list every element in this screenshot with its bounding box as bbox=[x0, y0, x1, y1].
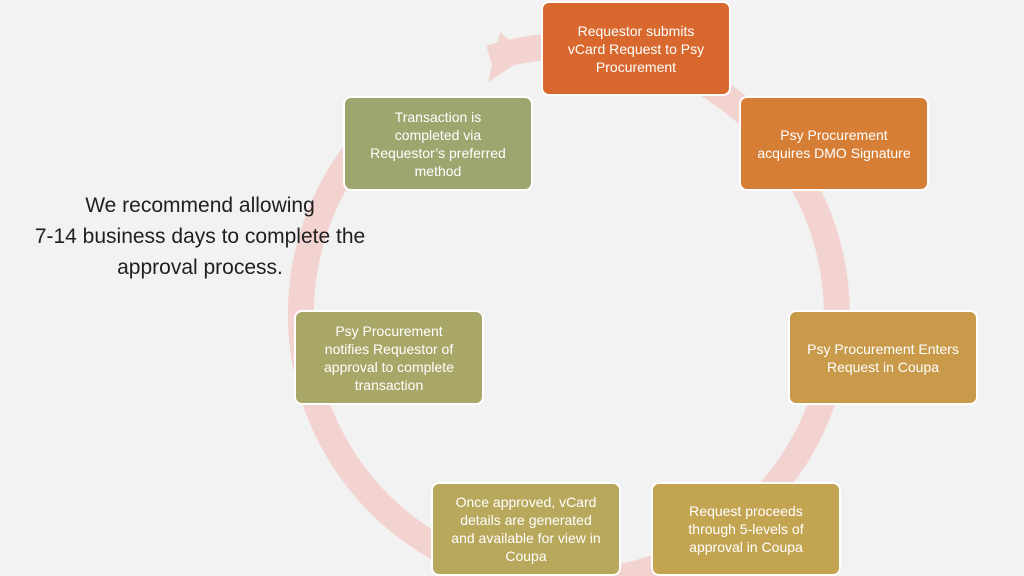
cycle-arrowhead bbox=[488, 32, 528, 82]
step-requestor-submits: Requestor submits vCard Request to Psy P… bbox=[541, 1, 731, 96]
step-notify-requestor: Psy Procurement notifies Requestor of ap… bbox=[294, 310, 484, 405]
step-approval-levels: Request proceeds through 5-levels of app… bbox=[651, 482, 841, 576]
step-vcard-generated: Once approved, vCard details are generat… bbox=[431, 482, 621, 576]
timeline-note: We recommend allowing 7-14 business days… bbox=[34, 194, 366, 279]
step-enter-request-coupa: Psy Procurement Enters Request in Coupa bbox=[788, 310, 978, 405]
step-acquire-dmo-signature: Psy Procurement acquires DMO Signature bbox=[739, 96, 929, 191]
step-transaction-completed: Transaction is completed via Requestor’s… bbox=[343, 96, 533, 191]
